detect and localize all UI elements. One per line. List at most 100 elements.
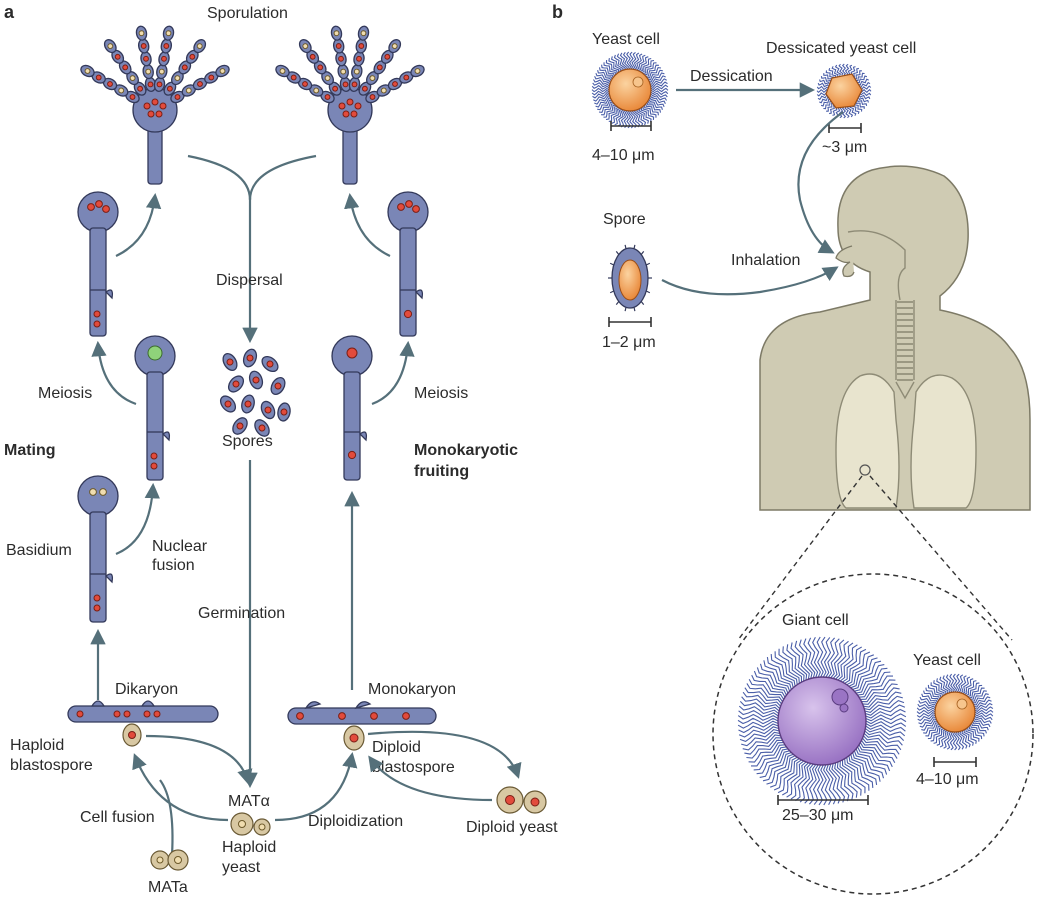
basidiospore bbox=[162, 25, 175, 41]
diploid-yeast-label: Diploid yeast bbox=[466, 819, 558, 836]
basidiospore bbox=[135, 25, 148, 41]
haploid-yeast-matalpha bbox=[230, 812, 271, 836]
spore bbox=[232, 417, 248, 435]
spores-cluster bbox=[219, 348, 291, 437]
giant-size-label: 25–30 μm bbox=[782, 807, 853, 824]
yeast-cell-zoom bbox=[916, 673, 994, 751]
germination-label: Germination bbox=[198, 605, 285, 622]
matalpha-label: MATα bbox=[228, 793, 270, 810]
meiosis-arrow-right bbox=[371, 340, 415, 406]
basidiospore bbox=[80, 64, 95, 78]
basidiospore bbox=[353, 51, 365, 67]
spore-size-label: 1–2 μm bbox=[602, 334, 656, 351]
haploid-blastospore bbox=[122, 723, 142, 747]
haploid-yeast-label-2: yeast bbox=[222, 859, 261, 876]
mata-fusion-line bbox=[159, 779, 174, 856]
sporulating-basidium-left bbox=[80, 25, 230, 185]
meiosis-arrow-left bbox=[91, 340, 137, 406]
sporulating-basidium-right bbox=[275, 25, 425, 185]
giant-cell bbox=[737, 636, 907, 806]
mata-label: MATa bbox=[148, 879, 188, 896]
basidium-label: Basidium bbox=[6, 542, 72, 559]
meiosis-left-label: Meiosis bbox=[38, 385, 92, 402]
capsule-fibers bbox=[916, 673, 994, 751]
zoom-circle bbox=[712, 573, 1034, 895]
basidium-left-top bbox=[77, 191, 119, 337]
basidiospore bbox=[335, 51, 347, 67]
basidiospore bbox=[140, 51, 152, 67]
diploid-blastospore bbox=[343, 725, 365, 751]
basidiospore bbox=[298, 39, 312, 54]
basidiospore bbox=[113, 84, 129, 97]
basidiospore bbox=[275, 64, 290, 78]
basidium-right-middle bbox=[331, 335, 373, 481]
yeast-zoom-scale-bar bbox=[933, 757, 977, 767]
basidiospore bbox=[103, 39, 117, 54]
basidiospore bbox=[357, 25, 370, 41]
nuclear-fusion-label-2: fusion bbox=[152, 557, 195, 574]
giant-scale-bar bbox=[777, 795, 869, 805]
diploid-blastospore-label-1: Diploid bbox=[372, 739, 421, 756]
spore bbox=[222, 352, 238, 372]
diploid-blastospore-label-2: blastospore bbox=[372, 759, 455, 776]
basidiospore bbox=[399, 71, 414, 84]
basidiospore bbox=[137, 38, 150, 54]
diploidization-arrow bbox=[274, 751, 358, 822]
dispersal-merge bbox=[187, 154, 317, 201]
monokaryon-hypha bbox=[287, 701, 437, 725]
diploid-yeast bbox=[496, 786, 547, 814]
basidiospore bbox=[351, 64, 363, 80]
spore bbox=[277, 402, 291, 422]
inhalation-arrow bbox=[661, 266, 839, 296]
spores-label: Spores bbox=[222, 433, 273, 450]
nuclear-fusion-label-1: Nuclear bbox=[152, 538, 208, 555]
basidiospore bbox=[332, 38, 345, 54]
arrow-to-sporulation-right bbox=[344, 192, 391, 257]
basidiospore bbox=[158, 51, 170, 67]
arrow-to-sporulation-left bbox=[115, 192, 162, 257]
nuclear-fusion-arrow bbox=[115, 482, 161, 556]
yeast-cell-label: Yeast cell bbox=[592, 31, 660, 48]
lung-focus-point bbox=[859, 464, 871, 476]
capsule-fibers bbox=[737, 636, 907, 806]
spore bbox=[219, 395, 237, 413]
spore-cell bbox=[608, 244, 652, 312]
dispersal-label: Dispersal bbox=[216, 272, 283, 289]
diploidization-label: Diploidization bbox=[308, 813, 403, 830]
zoom-guide-lines bbox=[737, 475, 1013, 641]
basidiospore bbox=[313, 60, 327, 75]
haploid-yeast-label-1: Haploid bbox=[222, 839, 276, 856]
spore bbox=[260, 400, 276, 420]
dikaryon-label: Dikaryon bbox=[115, 681, 178, 698]
giant-cell-label: Giant cell bbox=[782, 612, 849, 629]
dessication-label: Dessication bbox=[690, 68, 773, 85]
basidiospore bbox=[337, 64, 349, 80]
dessicated-yeast-cell bbox=[816, 63, 872, 119]
cell-fusion-label: Cell fusion bbox=[80, 809, 155, 826]
dessicated-to-lung-arrow bbox=[797, 111, 844, 254]
basidiospore bbox=[153, 76, 166, 92]
spore-label: Spore bbox=[603, 211, 646, 228]
dikaryon-hypha bbox=[67, 700, 219, 723]
monokaryotic-label-1: Monokaryotic bbox=[414, 442, 518, 459]
panel-a-label: a bbox=[4, 2, 15, 22]
yeast-scale-bar bbox=[610, 121, 652, 131]
panel-b-label: b bbox=[552, 2, 563, 22]
spore bbox=[254, 419, 270, 437]
meiosis-right-label: Meiosis bbox=[414, 385, 468, 402]
spore bbox=[270, 376, 286, 396]
basidiospore bbox=[133, 81, 147, 96]
spore bbox=[248, 370, 264, 390]
yeast-size-label: 4–10 μm bbox=[592, 147, 655, 164]
basidiospore bbox=[156, 64, 168, 80]
spore bbox=[227, 375, 245, 393]
yeast-cell-zoom-label: Yeast cell bbox=[913, 652, 981, 669]
basidiospore bbox=[410, 64, 425, 78]
capsule-fibers bbox=[591, 51, 669, 129]
haploid-yeast-mata bbox=[150, 849, 189, 871]
basidium-left-bottom bbox=[77, 475, 119, 623]
basidiospore bbox=[387, 77, 403, 91]
basidiospore bbox=[215, 64, 230, 78]
haploid-blastospore-label-1: Haploid bbox=[10, 737, 64, 754]
